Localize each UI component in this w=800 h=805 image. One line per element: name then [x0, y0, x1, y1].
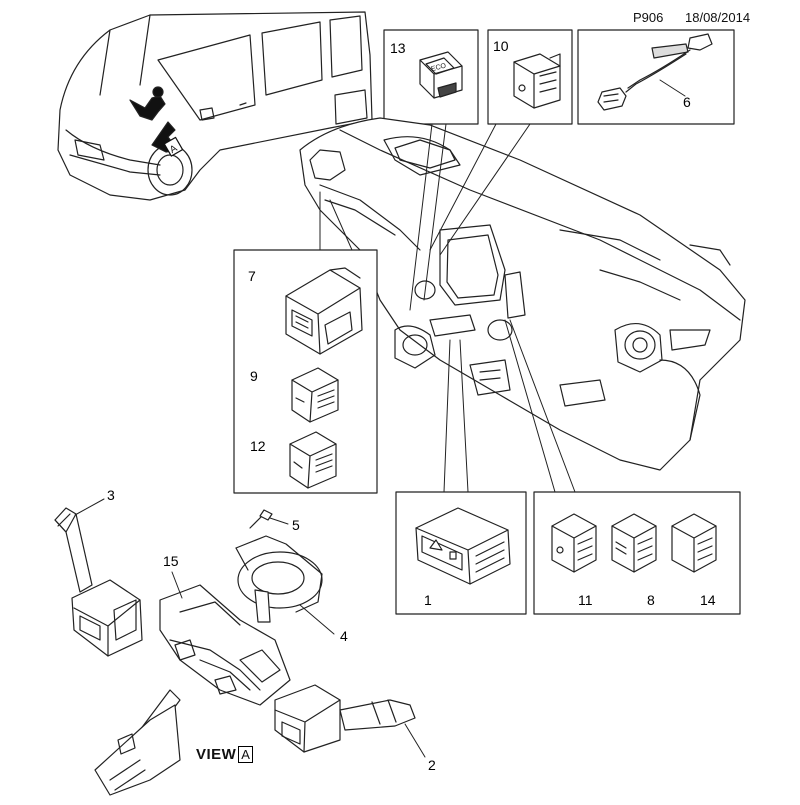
inset-box-1	[395, 491, 527, 615]
dashboard-illustration	[299, 117, 746, 471]
callout-6: 6	[683, 94, 691, 110]
leader-lines	[319, 123, 576, 493]
callout-8: 8	[647, 592, 655, 608]
callout-2: 2	[428, 757, 436, 773]
callout-14: 14	[700, 592, 716, 608]
callout-12: 12	[250, 438, 266, 454]
callout-15: 15	[163, 553, 179, 569]
inset-box-6	[577, 29, 735, 125]
callout-7: 7	[248, 268, 256, 284]
inset-box-13: ECO	[383, 29, 479, 125]
steering-switch-assembly	[54, 507, 416, 796]
inset-box-7-9-12	[233, 249, 378, 494]
callout-13: 13	[390, 40, 406, 56]
diagram-code: P906	[633, 10, 664, 25]
van-view-marker: A	[163, 136, 184, 157]
callout-11: 11	[578, 592, 593, 608]
callout-5: 5	[292, 517, 300, 533]
inset-box-10	[487, 29, 573, 125]
callout-10: 10	[493, 38, 509, 54]
van-marker-letter: A	[168, 143, 180, 156]
view-label-prefix: VIEW	[196, 746, 237, 763]
callout-1: 1	[424, 592, 432, 608]
view-label-letter: A	[238, 746, 254, 763]
diagram-date: 18/08/2014	[685, 10, 751, 25]
callout-4: 4	[340, 628, 348, 644]
part-leader-lines	[74, 79, 686, 758]
callout-3: 3	[107, 487, 115, 503]
callout-9: 9	[250, 368, 258, 384]
inset-box-11-8-14	[533, 491, 741, 615]
eco-button-label: ECO	[430, 62, 447, 73]
